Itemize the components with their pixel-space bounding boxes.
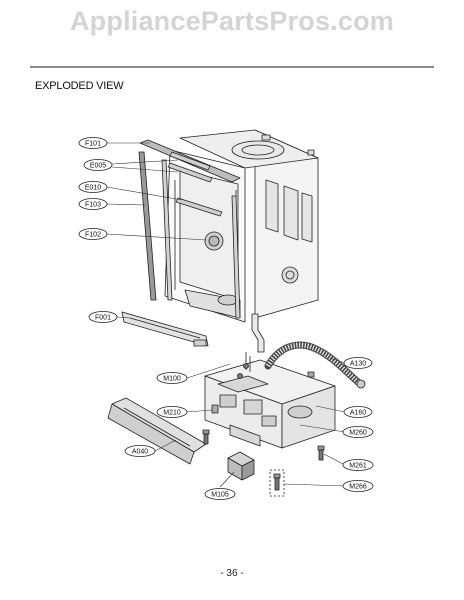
callout-a130-bubble (343, 357, 373, 369)
side-rails (138, 139, 241, 319)
callout-m261-bubble (342, 459, 374, 471)
callout-a040: A040 (132, 449, 148, 456)
kick-plate-part (107, 397, 207, 465)
callout-f001: F001 (95, 315, 111, 322)
callout-e010: E010 (85, 185, 101, 192)
tub-assembly (164, 129, 319, 353)
callout-m100-bubble (156, 372, 188, 384)
callout-f103-bubble (78, 198, 108, 210)
page-number: - 36 - (220, 568, 244, 579)
callout-m105: M105 (211, 492, 229, 499)
callout-f102-bubble (78, 228, 108, 240)
callout-f103: F103 (85, 202, 101, 209)
callout-a160: A160 (350, 410, 366, 417)
callout-f102: F102 (85, 232, 101, 239)
callout-f101-bubble (78, 137, 108, 149)
watermark-logo: AppliancePartsPros.com (69, 6, 394, 36)
callout-e005-bubble (83, 159, 113, 171)
callout-m100: M100 (163, 376, 181, 383)
drain-hose-part (264, 341, 366, 389)
callout-a130: A130 (350, 361, 366, 368)
bottom-bracket-part (121, 311, 209, 347)
callout-m261: M261 (349, 463, 367, 470)
leader-lines (106, 142, 346, 488)
header-divider (30, 66, 434, 68)
callout-m210: M210 (163, 410, 181, 417)
callout-m266-bubble (342, 480, 374, 492)
callout-a040-bubble (124, 445, 156, 457)
callout-m105-bubble (204, 488, 236, 500)
callout-m260: M260 (349, 430, 367, 437)
callout-e010-bubble (78, 181, 108, 193)
callout-a160-bubble (343, 406, 373, 418)
callout-f101: F101 (85, 141, 101, 148)
callout-m266: M266 (349, 484, 367, 491)
section-title: EXPLODED VIEW (35, 80, 124, 92)
screws-and-feet (202, 363, 325, 497)
motor-box-part (227, 451, 255, 481)
base-assembly (204, 352, 336, 449)
callout-f001-bubble (88, 311, 118, 323)
callout-m210-bubble (156, 406, 188, 418)
callout-e005: E005 (90, 163, 106, 170)
callout-m260-bubble (342, 426, 374, 438)
